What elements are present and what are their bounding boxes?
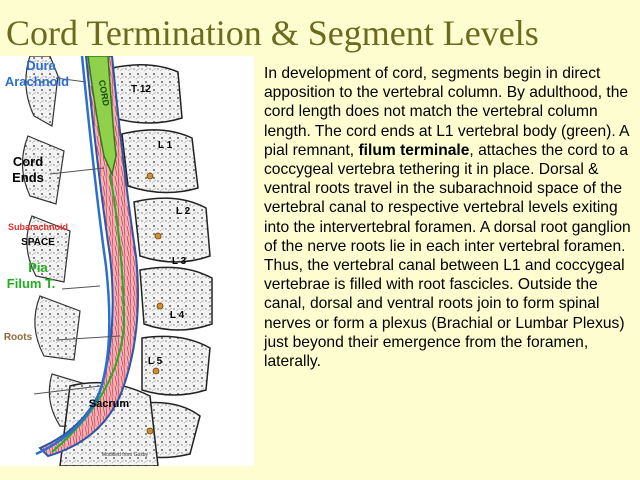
root-ganglia — [146, 172, 164, 435]
image-credit: Modified from Gosby — [101, 452, 149, 458]
subarachnoid-label: Subarachnoid — [7, 222, 68, 232]
vertebra-label-l1: L 1 — [157, 140, 173, 151]
arachnoid-label: Arachnoid — [4, 74, 70, 89]
vertebra-label-l3: L 3 — [171, 256, 187, 267]
roots-label: Roots — [3, 332, 33, 343]
cord-ends-label-line2: Ends — [12, 170, 44, 185]
filum-terminale-term: filum terminale — [358, 141, 470, 159]
vertebra-l1 — [121, 129, 199, 194]
vertebral-bodies — [111, 64, 213, 459]
slide-title: Cord Termination & Segment Levels — [6, 13, 539, 53]
vertebra-label-t12: T 12 — [130, 84, 151, 95]
spinous-processes — [21, 56, 93, 429]
dura-line — [35, 56, 111, 456]
space-label: SPACE — [21, 237, 55, 248]
sacrum-label: Sacrum — [88, 398, 130, 410]
pia-label: Pia — [28, 260, 48, 275]
description-text: In development of cord, segments begin i… — [264, 64, 636, 468]
vertebra-l2 — [133, 197, 211, 263]
dura-label: Dura — [26, 58, 56, 73]
vertebra-label-l4: L 4 — [169, 310, 185, 321]
vertebra-l3 — [139, 266, 213, 331]
filum-label: Filum T. — [6, 276, 56, 291]
vertebra-label-l2: L 2 — [175, 206, 191, 217]
vertebra-t12 — [111, 64, 183, 124]
cord-ends-label-line1: Cord — [12, 154, 44, 169]
spinal-cord-figure: Dura Arachnoid CORD Cord Ends Subarachno… — [0, 56, 254, 466]
description-part-1: In development of cord, segments begin i… — [264, 65, 629, 159]
description-part-2: , attaches the cord to a coccygeal verte… — [264, 141, 631, 371]
spine-illustration — [21, 56, 213, 466]
spinal-cord — [87, 56, 117, 177]
vertebra-label-l5: L 5 — [147, 356, 163, 367]
label-pointers — [33, 77, 121, 395]
vertebra-l4 — [141, 335, 211, 396]
